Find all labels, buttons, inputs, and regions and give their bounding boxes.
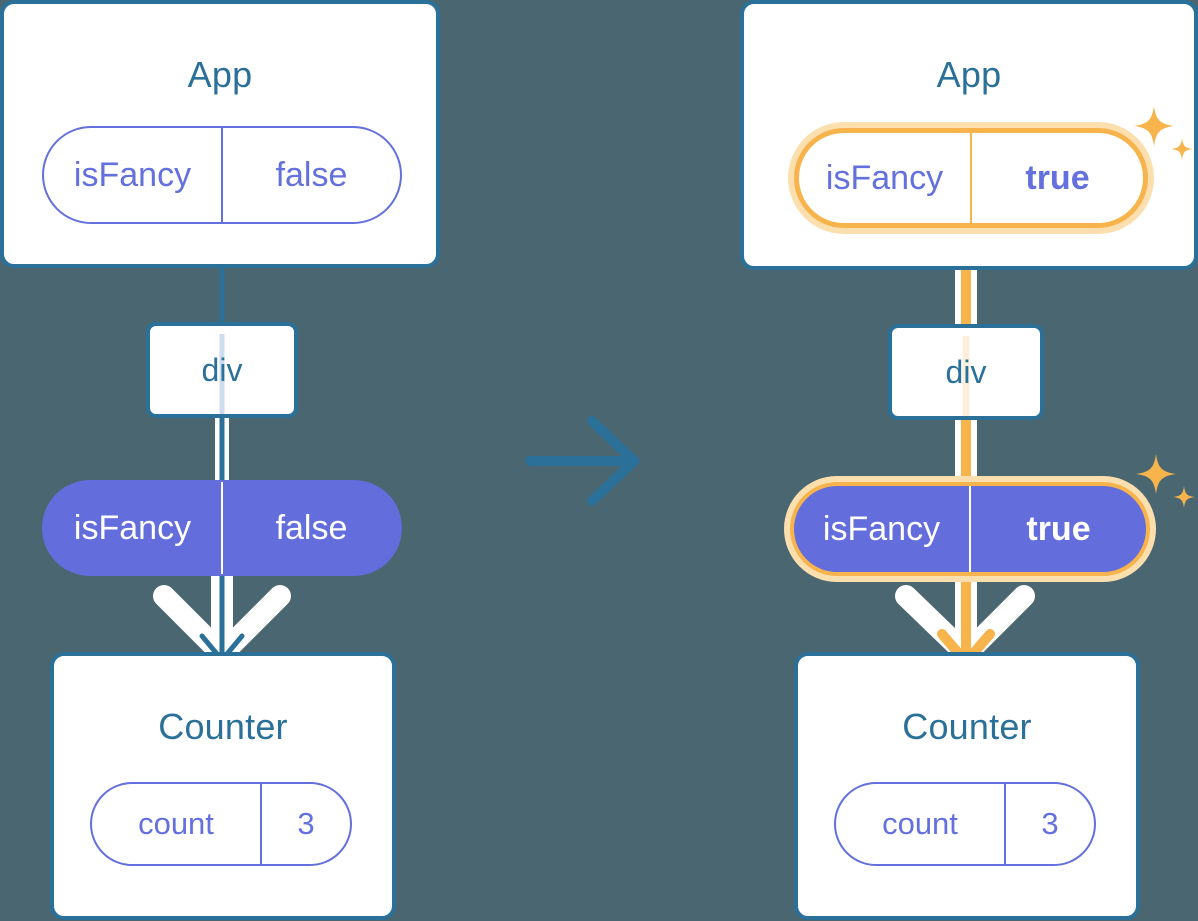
prop-arrow-right-orange [937, 565, 995, 667]
prop-pill-value-after: true [969, 486, 1146, 572]
div-passthrough-line-before [219, 334, 225, 414]
counter-state-pill-before: count 3 [90, 782, 352, 866]
counter-state-pill-after: count 3 [834, 782, 1096, 866]
counter-title-after: Counter [902, 706, 1032, 747]
prop-pill-before: isFancy false [42, 480, 402, 576]
app-title-after: App [936, 54, 1002, 95]
prop-pill-value-before: false [221, 482, 400, 574]
app-state-value-before: false [221, 128, 400, 222]
app-state-key-before: isFancy [73, 155, 192, 194]
prop-pill-after: isFancy true [790, 482, 1150, 576]
counter-state-value-before: 3 [260, 784, 350, 864]
div-node-label-after: div [945, 353, 987, 390]
app-title-before: App [187, 54, 253, 95]
app-state-key-after: isFancy [825, 158, 944, 197]
prop-pill-key-before: isFancy [73, 508, 192, 547]
counter-title-before: Counter [158, 706, 288, 747]
div-passthrough-line-after [962, 336, 970, 416]
app-state-pill-after: isFancy true [794, 128, 1148, 228]
counter-state-value-after: 3 [1004, 784, 1094, 864]
counter-state-key-before: count [138, 806, 214, 841]
arrow-right-icon [525, 416, 642, 506]
div-node-before: div [146, 322, 298, 418]
app-state-pill-before: isFancy false [42, 126, 402, 224]
prop-pill-key-after: isFancy [822, 509, 941, 548]
div-node-after: div [888, 324, 1044, 420]
div-node-label-before: div [201, 351, 243, 388]
counter-state-key-after: count [882, 806, 958, 841]
app-state-value-after: true [970, 133, 1143, 223]
